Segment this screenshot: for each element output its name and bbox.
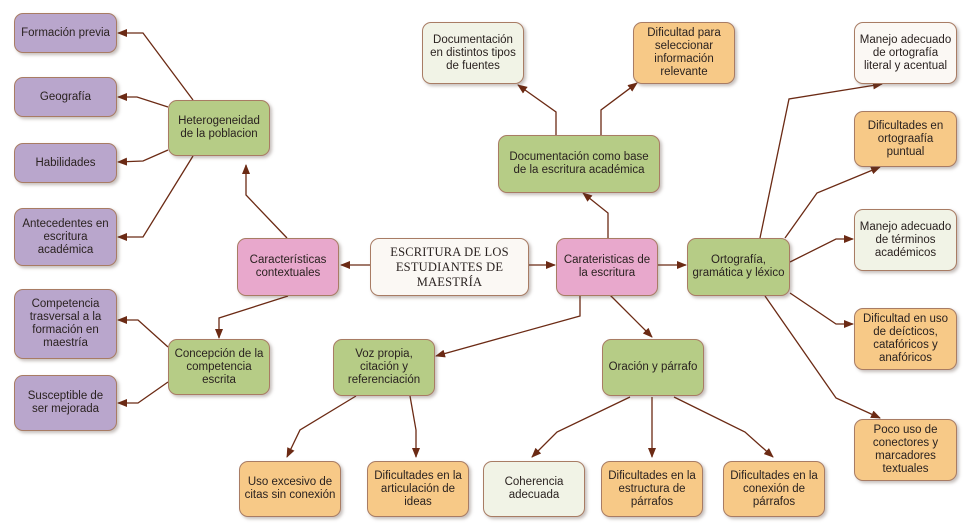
- edge-contextuales-heterogeneidad: [242, 164, 288, 239]
- node-concepcion: Concepción de la competencia escrita: [168, 339, 270, 395]
- node-manejo-terminos: Manejo adecuado de términos académicos: [854, 209, 957, 271]
- edge-voz-articulacion: [409, 395, 420, 458]
- node-uso-excesivo: Uso excesivo de citas sin conexión: [239, 461, 341, 517]
- edge-ortografia-deicticos: [789, 292, 854, 328]
- edge-escritura-oracion: [609, 294, 653, 338]
- edge-heterogeneidad-antecedentes: [117, 155, 194, 241]
- node-formacion-previa: Formación previa: [14, 13, 117, 53]
- edge-documentacion-dificultad: [600, 82, 638, 135]
- edge-concepcion-competencia: [117, 316, 169, 348]
- node-habilidades: Habilidades: [14, 143, 117, 183]
- node-documentacion-base: Documentación como base de la escritura …: [498, 135, 660, 193]
- node-oracion-parrafo: Oración y párrafo: [602, 339, 704, 396]
- edge-ortografia-manejo-orto: [759, 81, 883, 239]
- edge-oracion-conexion: [673, 396, 774, 458]
- node-antecedentes: Antecedentes en escritura académica: [14, 208, 117, 266]
- edge-documentacion-fuentes: [517, 84, 557, 135]
- node-dificultad-seleccionar: Dificultad para seleccionar información …: [633, 22, 735, 84]
- edge-concepcion-susceptible: [117, 381, 169, 407]
- node-caracteristicas-escritura: Carateristicas de la escritura: [556, 238, 658, 296]
- edge-contextuales-concepcion: [215, 295, 289, 339]
- node-susceptible: Susceptible de ser mejorada: [14, 375, 117, 431]
- root-node: ESCRITURA DE LOS ESTUDIANTES DE MAESTRÍA: [370, 238, 529, 296]
- node-heterogeneidad: Heterogeneidad de la poblacion: [168, 100, 270, 156]
- edge-ortografia-manejo-term: [789, 235, 854, 263]
- node-competencia-trasversal: Competencia trasversal a la formación en…: [14, 289, 117, 359]
- edge-heterogeneidad-formacion: [117, 29, 194, 101]
- edge-ortografia-poco-uso: [764, 295, 881, 419]
- edge-escritura-voz: [435, 295, 581, 358]
- edge-escritura-documentacion: [582, 192, 609, 238]
- edge-ortografia-dif-orto: [784, 166, 881, 239]
- node-poco-uso-conectores: Poco uso de conectores y marcadores text…: [854, 419, 957, 481]
- edge-heterogeneidad-habilidades: [117, 149, 169, 166]
- node-dificultades-estructura: Dificultades en la estructura de párrafo…: [601, 461, 703, 517]
- node-documentacion-fuentes: Documentación en distintos tipos de fuen…: [422, 22, 524, 84]
- node-manejo-ortografia: Manejo adecuado de ortografía literal y …: [854, 22, 957, 84]
- node-coherencia: Coherencia adecuada: [483, 461, 585, 517]
- node-caracteristicas-contextuales: Características contextuales: [237, 238, 339, 296]
- edge-voz-uso: [286, 395, 357, 458]
- node-voz-propia: Voz propia, citación y referenciación: [333, 339, 435, 396]
- node-ortografia: Ortografía, gramática y léxico: [687, 238, 790, 296]
- node-dificultad-deicticos: Dificultad en uso de deícticos, catafóri…: [854, 308, 957, 370]
- node-dificultades-conexion: Dificultades en la conexión de párrafos: [723, 461, 825, 517]
- node-dificultades-articulacion: Dificultades en la articulación de ideas: [367, 461, 469, 517]
- node-geografia: Geografía: [14, 77, 117, 117]
- edge-oracion-coherencia: [531, 396, 631, 458]
- node-dificultades-ortografia: Dificultades en ortograafía puntual: [854, 111, 957, 167]
- edge-heterogeneidad-geografia: [117, 93, 169, 108]
